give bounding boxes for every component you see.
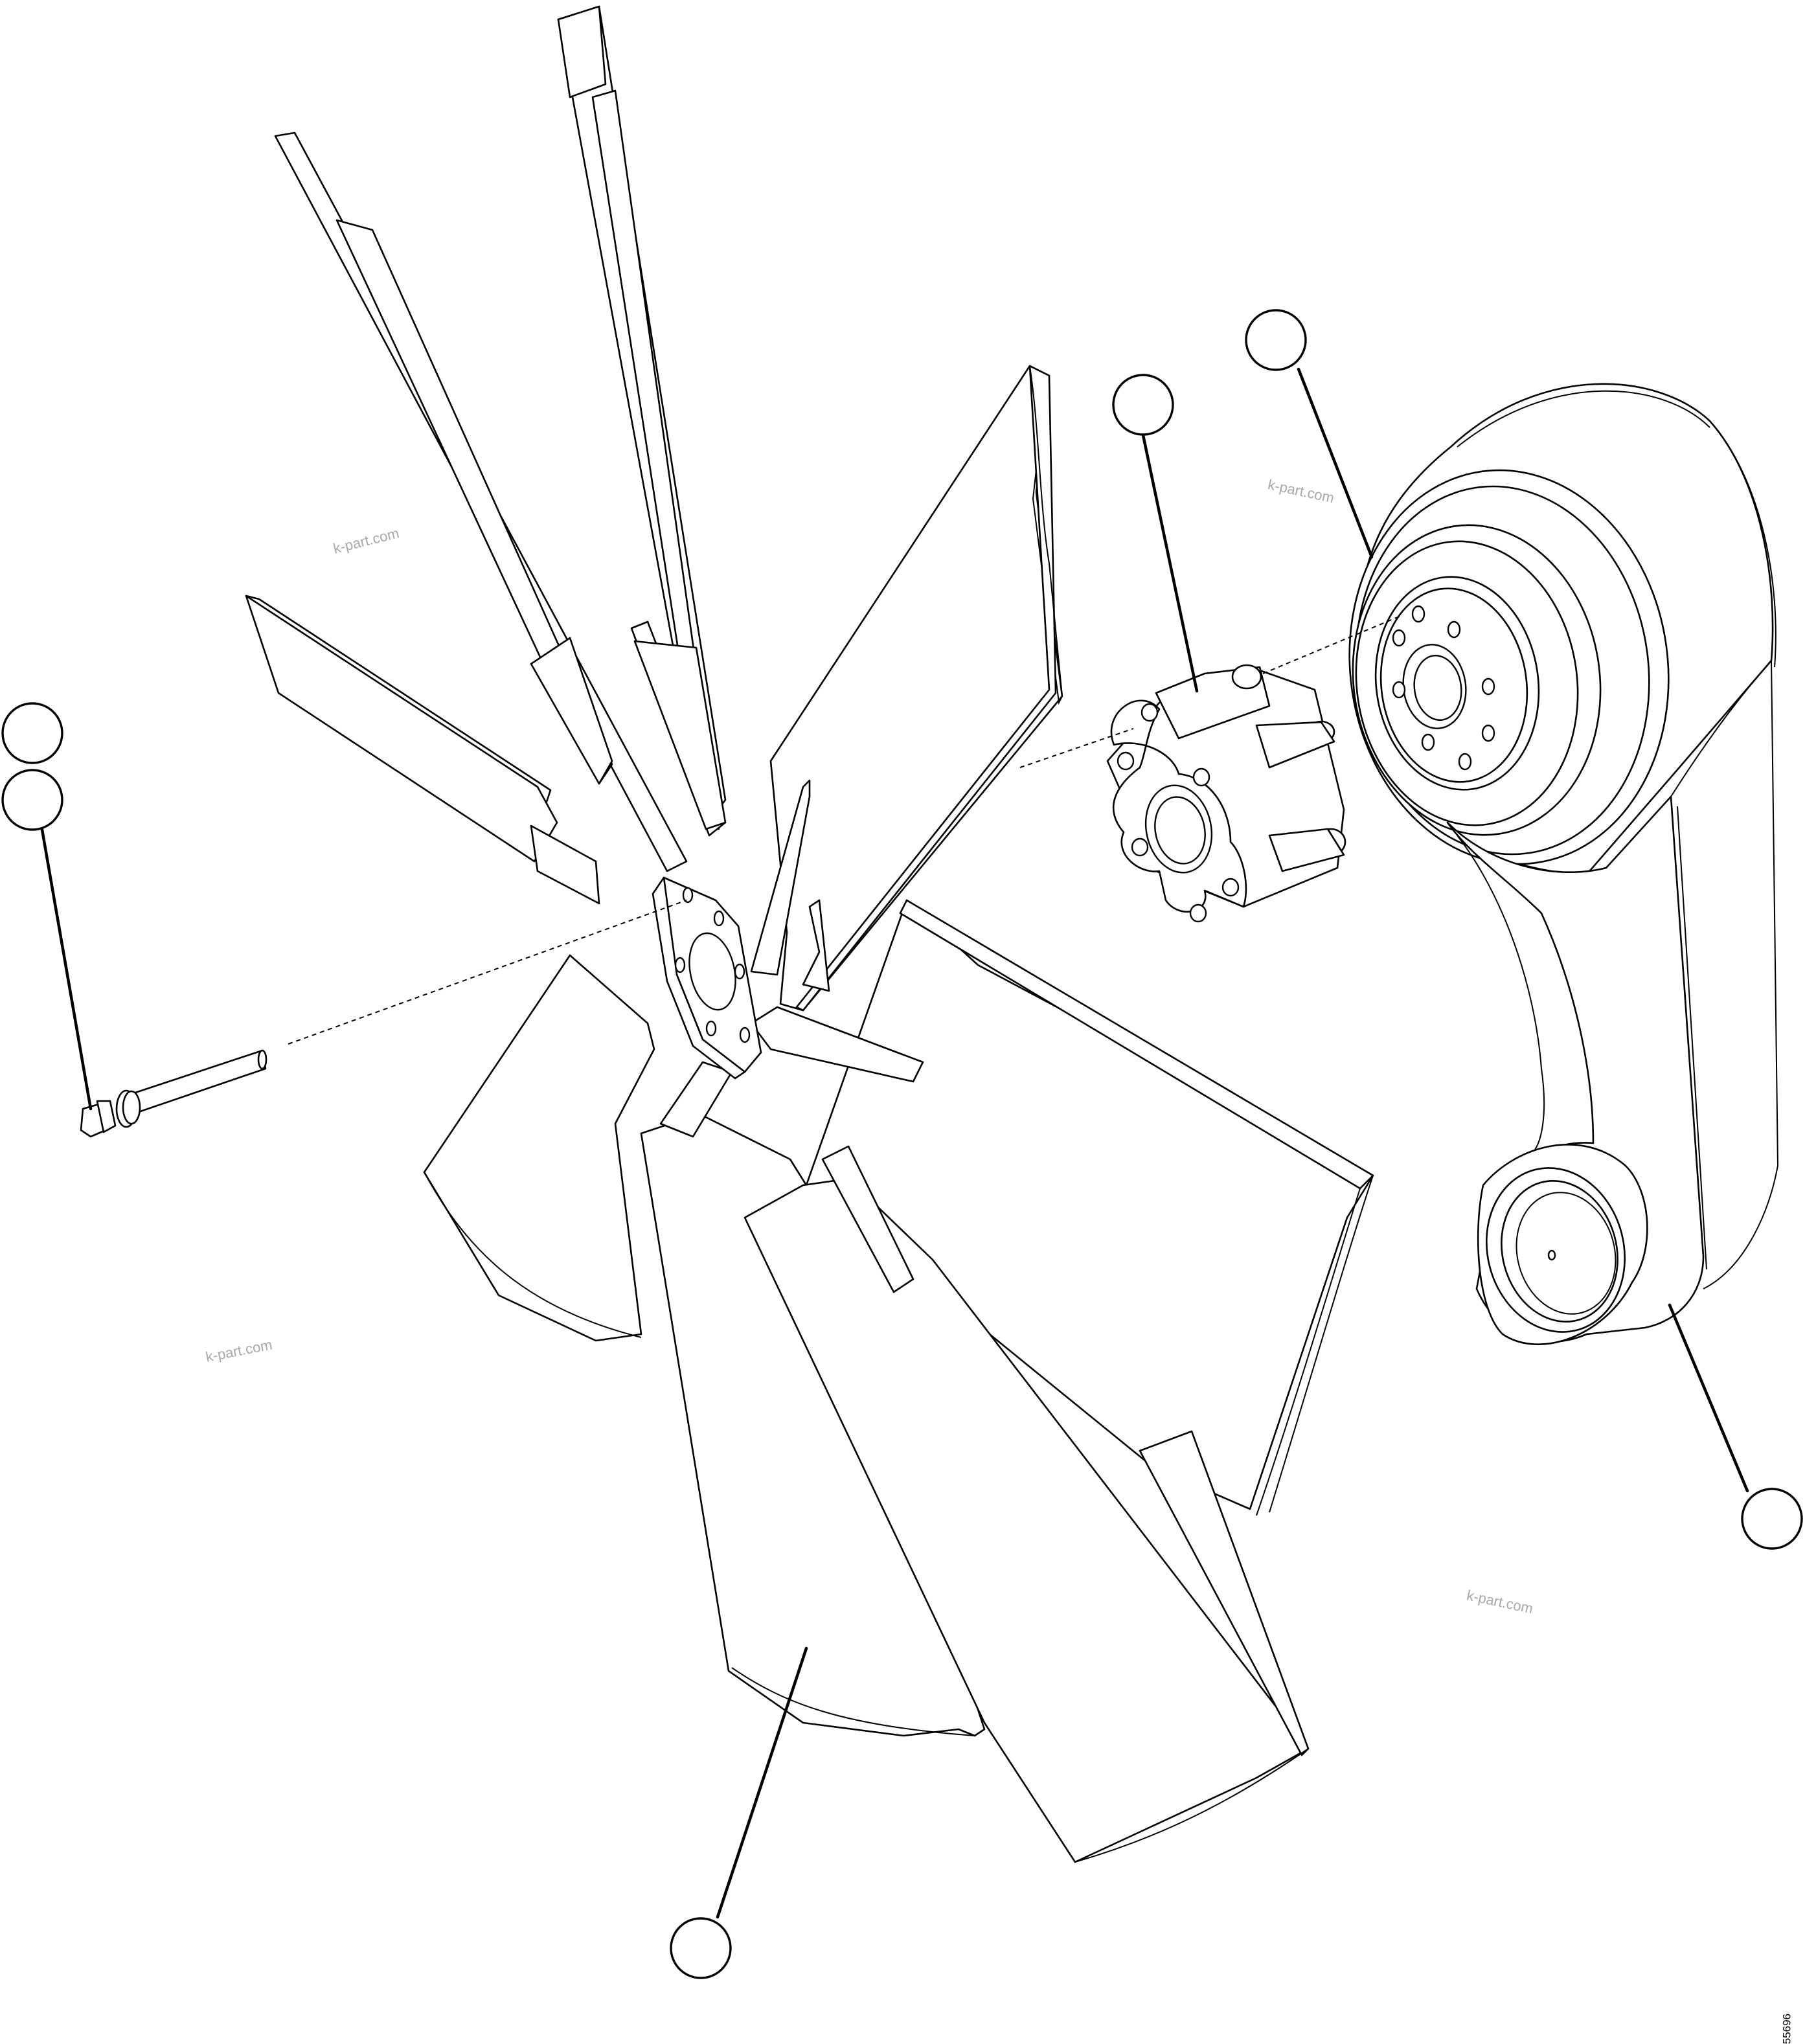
fan-hub bbox=[652, 876, 762, 1080]
fan-blade-upper-long bbox=[557, 5, 727, 830]
callout-fan-drive-pulley bbox=[1245, 309, 1374, 559]
fan bbox=[245, 5, 1374, 1863]
fan-blade-lower-right bbox=[805, 899, 1374, 1516]
fan-blade-mid-rod bbox=[630, 620, 727, 837]
callout-washer bbox=[1, 702, 63, 764]
fan-blade-right-large bbox=[769, 365, 1063, 1012]
drawing-code: 55696 bbox=[1780, 2014, 1793, 2044]
fan-blade-left bbox=[245, 595, 600, 905]
fan-drive-pulley bbox=[1348, 383, 1777, 876]
support-bracket bbox=[1446, 659, 1779, 1345]
bolt bbox=[80, 1049, 267, 1138]
fan-blade-bottom-right bbox=[744, 1177, 1310, 1863]
fan-blade-bottom-mid bbox=[640, 1113, 986, 1737]
fan-blade-upper-left bbox=[274, 131, 688, 872]
callout-fan bbox=[670, 1646, 808, 1979]
callout-spacer bbox=[1112, 374, 1199, 693]
spacer bbox=[1106, 664, 1346, 923]
callout-bolt bbox=[1, 769, 93, 1111]
callout-support-bracket bbox=[1668, 1303, 1803, 1550]
washer bbox=[115, 1089, 141, 1128]
fan-blade-lower-left bbox=[423, 954, 655, 1342]
assembly-centerlines bbox=[288, 615, 1403, 1045]
fan-spoke-right bbox=[750, 779, 924, 1083]
